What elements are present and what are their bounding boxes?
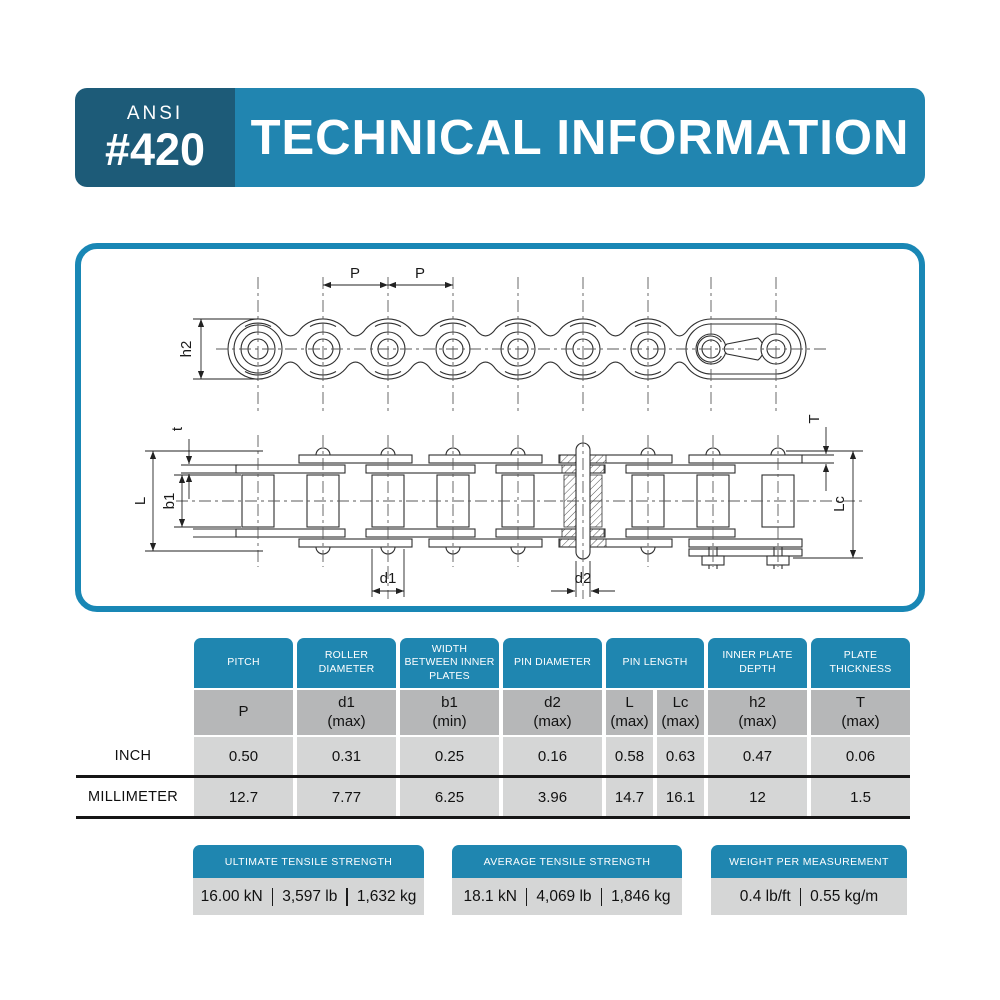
standard-label: ANSI	[126, 103, 184, 124]
value-separator	[271, 887, 274, 906]
symbol-P: P	[194, 690, 293, 737]
value-separator	[525, 887, 528, 906]
roller-chain-drawing: P P h2	[132, 265, 866, 599]
part-number: #420	[104, 124, 206, 175]
inch-pin-length-Lc: 0.63	[657, 737, 704, 775]
mm-roller-diameter: 7.77	[297, 778, 396, 816]
col-header-roller-diameter: ROLLER DIAMETER	[297, 638, 396, 690]
average-tensile-strength-title: AVERAGE TENSILE STRENGTH	[452, 845, 682, 878]
mm-width-between-inner-plates: 6.25	[400, 778, 499, 816]
dim-label-h2: h2	[178, 341, 195, 358]
value-part: 4,069 lb	[536, 887, 592, 905]
average-tensile-strength-box: AVERAGE TENSILE STRENGTH 18.1 kN 4,069 lb…	[452, 845, 682, 915]
dim-label-pitch-2: P	[415, 265, 425, 282]
weight-per-measurement-values: 0.4 lb/ft 0.55 kg/m	[711, 878, 907, 915]
dim-label-pitch-1: P	[350, 265, 360, 282]
symbol-L: L(max)	[606, 690, 653, 737]
spec-table: PITCH ROLLER DIAMETER WIDTH BETWEEN INNE…	[76, 638, 910, 819]
row-label-inch: INCH	[76, 737, 190, 775]
mm-inner-plate-depth: 12	[708, 778, 807, 816]
dim-label-T: T	[806, 414, 823, 423]
mm-plate-thickness: 1.5	[811, 778, 910, 816]
mm-pin-diameter: 3.96	[503, 778, 602, 816]
row-label-millimeter: MILLIMETER	[76, 778, 190, 816]
table-divider	[76, 816, 910, 819]
col-header-pin-diameter: PIN DIAMETER	[503, 638, 602, 690]
mm-pin-length-Lc: 16.1	[657, 778, 704, 816]
dim-label-L: L	[132, 497, 149, 505]
col-header-plate-thickness: PLATE THICKNESS	[811, 638, 910, 690]
inch-pitch: 0.50	[194, 737, 293, 775]
dim-label-d2: d2	[575, 570, 592, 587]
weight-per-measurement-title: WEIGHT PER MEASUREMENT	[711, 845, 907, 878]
value-separator	[799, 887, 802, 906]
value-part: 16.00 kN	[200, 887, 263, 905]
symbol-d2: d2(max)	[503, 690, 602, 737]
col-header-width-between-inner-plates: WIDTH BETWEEN INNER PLATES	[400, 638, 499, 690]
symbol-h2: h2(max)	[708, 690, 807, 737]
weight-per-measurement-box: WEIGHT PER MEASUREMENT 0.4 lb/ft 0.55 kg/…	[711, 845, 907, 915]
col-header-pitch: PITCH	[194, 638, 293, 690]
dim-label-b1: b1	[161, 493, 178, 510]
dim-label-t: t	[169, 426, 186, 431]
col-header-pin-length: PIN LENGTH	[606, 638, 704, 690]
col-header-inner-plate-depth: INNER PLATE DEPTH	[708, 638, 807, 690]
symbol-d1: d1(max)	[297, 690, 396, 737]
value-part: 0.4 lb/ft	[739, 887, 791, 905]
table-divider	[76, 775, 910, 778]
dim-label-d1: d1	[380, 570, 397, 587]
table-corner	[76, 638, 190, 690]
mm-pin-length-L: 14.7	[606, 778, 653, 816]
inch-pin-diameter: 0.16	[503, 737, 602, 775]
value-part: 1,632 kg	[356, 887, 417, 905]
ultimate-tensile-strength-values: 16.00 kN 3,597 lb 1,632 kg	[193, 878, 424, 915]
title-banner: TECHNICAL INFORMATION	[235, 88, 925, 187]
chain-side-view: P P h2	[178, 265, 826, 412]
value-part: 1,846 kg	[611, 887, 671, 905]
inch-inner-plate-depth: 0.47	[708, 737, 807, 775]
table-corner	[76, 690, 190, 737]
ultimate-tensile-strength-box: ULTIMATE TENSILE STRENGTH 16.00 kN 3,597 …	[193, 845, 424, 915]
inch-plate-thickness: 0.06	[811, 737, 910, 775]
symbol-Lc: Lc(max)	[657, 690, 704, 737]
inch-width-between-inner-plates: 0.25	[400, 737, 499, 775]
inch-pin-length-L: 0.58	[606, 737, 653, 775]
value-part: 18.1 kN	[463, 887, 517, 905]
value-separator	[600, 887, 603, 906]
dim-label-Lc: Lc	[831, 496, 848, 512]
inch-roller-diameter: 0.31	[297, 737, 396, 775]
value-part: 3,597 lb	[282, 887, 338, 905]
chain-diagram-panel: P P h2	[75, 243, 925, 612]
average-tensile-strength-values: 18.1 kN 4,069 lb 1,846 kg	[452, 878, 682, 915]
chain-number-badge: ANSI #420	[75, 88, 235, 187]
ultimate-tensile-strength-title: ULTIMATE TENSILE STRENGTH	[193, 845, 424, 878]
symbol-T: T(max)	[811, 690, 910, 737]
mm-pitch: 12.7	[194, 778, 293, 816]
symbol-b1: b1(min)	[400, 690, 499, 737]
page-title: TECHNICAL INFORMATION	[250, 110, 910, 165]
chain-plan-view: t L b1 T Lc	[132, 414, 866, 599]
value-separator	[346, 887, 348, 906]
value-part: 0.55 kg/m	[810, 887, 879, 905]
